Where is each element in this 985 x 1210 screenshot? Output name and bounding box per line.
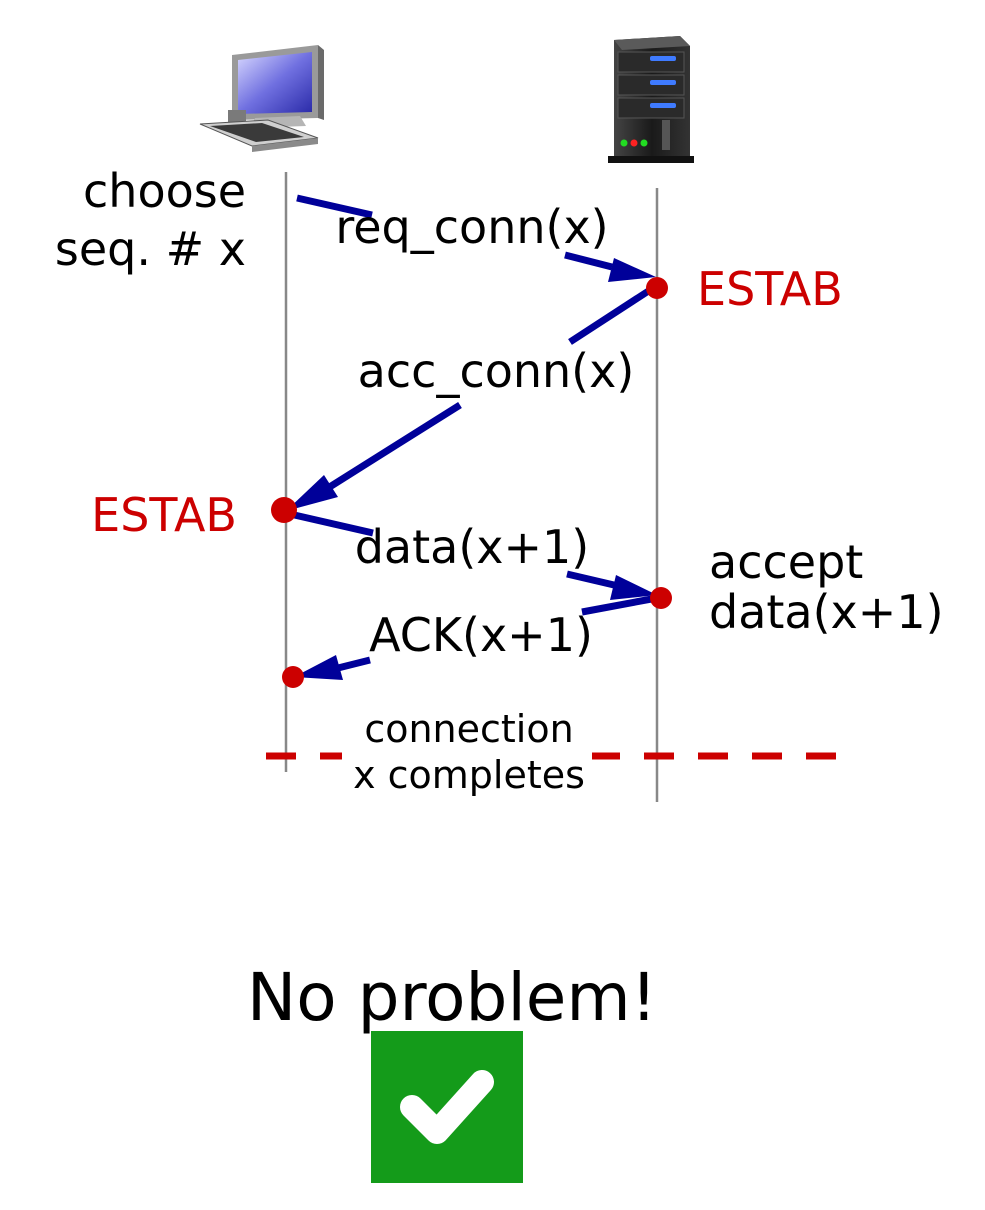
- client-ack-dot: [282, 666, 304, 688]
- client-estab-dot: [271, 497, 297, 523]
- completion-line1: connection: [364, 707, 573, 751]
- server-note-line2: data(x+1): [709, 585, 944, 639]
- server-tower-icon: [608, 36, 694, 163]
- desktop-computer-icon: [199, 45, 324, 152]
- ack-arrow: [294, 594, 658, 680]
- acc-conn-label: acc_conn(x): [358, 344, 635, 398]
- req-conn-arrow: [296, 194, 656, 282]
- server-note-line1: accept: [709, 535, 863, 589]
- server-estab-dot: [646, 277, 668, 299]
- acc-conn-arrow: [286, 287, 652, 511]
- result-text: No problem!: [247, 959, 657, 1036]
- data-label: data(x+1): [355, 520, 590, 574]
- server-estab-label: ESTAB: [697, 262, 843, 316]
- server-accept-dot: [650, 587, 672, 609]
- req-conn-label: req_conn(x): [335, 200, 608, 254]
- client-note-line2: seq. # x: [55, 222, 246, 276]
- client-note-line1: choose: [83, 164, 246, 218]
- completion-line2: x completes: [353, 753, 585, 797]
- data-arrow: [289, 510, 657, 600]
- client-estab-label: ESTAB: [91, 488, 237, 542]
- ack-label: ACK(x+1): [369, 608, 593, 662]
- checkmark-icon: [371, 1031, 523, 1183]
